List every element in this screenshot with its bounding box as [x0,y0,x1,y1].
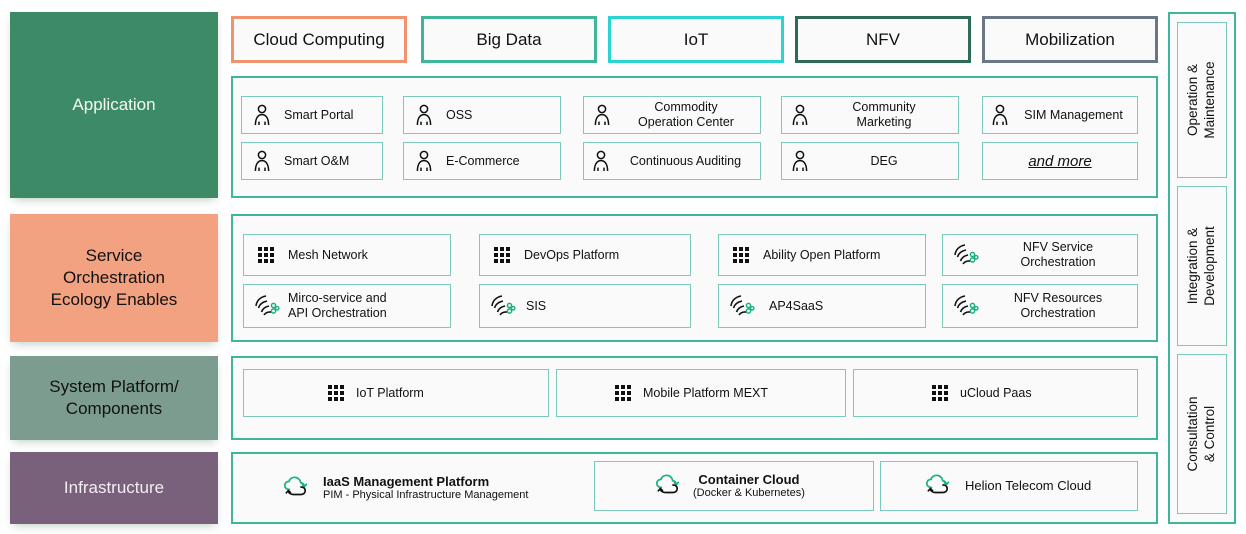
tab-cloud-computing[interactable]: Cloud Computing [231,16,407,63]
orchestration-icon [953,243,979,267]
app-card-label: Community Marketing [852,100,916,129]
app-card-oss[interactable]: OSS [403,96,561,134]
side-rail-label: Consultation & Control [1185,396,1217,472]
infra-card-iaas-management-platform[interactable]: IaaS Management Platform PIM - Physical … [262,462,592,514]
cloud-icon [923,473,953,499]
dots-grid-icon [258,247,274,263]
svc-card-label: NFV Resources Orchestration [1013,291,1103,320]
side-rail-label: Operation & Maintenance [1185,61,1217,139]
layer-label-infrastructure: Infrastructure [63,478,165,498]
tab-label: Cloud Computing [253,29,385,49]
sys-card-label: IoT Platform [356,385,424,400]
infra-card-label: IaaS Management Platform [323,473,490,489]
svc-card-label: DevOps Platform [524,247,620,262]
tab-iot[interactable]: IoT [608,16,784,63]
app-card-label: Commodity Operation Center [638,100,734,129]
app-card-label: Continuous Auditing [629,153,742,168]
svc-card-label: Mirco-service and API Orchestration [288,291,387,320]
dots-grid-icon [733,247,749,263]
svc-card-label: Mesh Network [288,247,368,262]
person-icon [990,104,1010,126]
app-card-continuous-auditing[interactable]: Continuous Auditing [583,142,761,180]
person-icon [252,150,272,172]
svc-card-label: Ability Open Platform [763,247,881,262]
infra-card-helion-telecom-cloud[interactable]: Helion Telecom Cloud [880,461,1138,511]
layer-label-service-orchestration: Service Orchestration Ecology Enables [50,246,178,309]
orchestration-icon [729,294,755,318]
svc-card-label: AP4SaaS [769,298,824,313]
layer-label-system-platform: System Platform/ Components [49,377,179,418]
side-rail-integration-development[interactable]: Integration & Development [1177,186,1227,346]
svc-card-label: SIS [526,298,547,313]
orchestration-icon [490,294,516,318]
dots-grid-icon [494,247,510,263]
person-icon [592,104,612,126]
app-card-label: DEG [870,153,898,168]
tab-label: Big Data [476,29,542,49]
app-card-label: Smart Portal [284,107,354,122]
svc-card-devops-platform[interactable]: DevOps Platform [479,234,691,276]
tab-label: IoT [683,29,709,49]
person-icon [414,104,434,126]
person-icon [790,104,810,126]
layer-block-service-orchestration: Service Orchestration Ecology Enables [10,214,218,342]
app-card-label: Smart O&M [284,153,350,168]
layer-block-application: Application [10,12,218,198]
side-rail-operation-maintenance[interactable]: Operation & Maintenance [1177,22,1227,178]
svc-card-micro-service-api-orchestration[interactable]: Mirco-service and API Orchestration [243,284,451,328]
orchestration-icon [254,294,280,318]
infra-card-label: Container Cloud [698,471,800,487]
app-card-and-more[interactable]: and more [982,142,1138,180]
tab-nfv[interactable]: NFV [795,16,971,63]
app-card-e-commerce[interactable]: E-Commerce [403,142,561,180]
dots-grid-icon [932,385,948,401]
infra-card-sublabel: (Docker & Kubernetes) [693,487,805,500]
app-card-commodity-operation-center[interactable]: Commodity Operation Center [583,96,761,134]
tab-label: NFV [866,29,900,49]
app-card-smart-om[interactable]: Smart O&M [241,142,383,180]
sys-card-label: Mobile Platform MEXT [643,385,769,400]
svc-card-label: NFV Service Orchestration [1020,240,1096,269]
svc-card-sis[interactable]: SIS [479,284,691,328]
layer-block-infrastructure: Infrastructure [10,452,218,524]
infra-card-text: Container Cloud (Docker & Kubernetes) [683,472,805,501]
person-icon [790,150,810,172]
orchestration-icon [953,294,979,318]
app-card-label: E-Commerce [446,153,520,168]
svc-card-ap4saas[interactable]: AP4SaaS [718,284,926,328]
infra-card-label: Helion Telecom Cloud [965,478,1092,494]
layer-block-system-platform: System Platform/ Components [10,356,218,440]
sys-card-label: uCloud Paas [960,385,1032,400]
side-rail-consultation-control[interactable]: Consultation & Control [1177,354,1227,514]
infra-card-text: IaaS Management Platform PIM - Physical … [311,474,528,503]
sys-card-mobile-platform-mext[interactable]: Mobile Platform MEXT [556,369,846,417]
infra-card-sublabel: PIM - Physical Infrastructure Management [323,489,529,502]
tab-label: Mobilization [1025,29,1115,49]
person-icon [414,150,434,172]
svc-card-ability-open-platform[interactable]: Ability Open Platform [718,234,926,276]
dots-grid-icon [328,385,344,401]
sys-card-iot-platform[interactable]: IoT Platform [243,369,549,417]
app-card-label: SIM Management [1024,107,1123,122]
app-card-smart-portal[interactable]: Smart Portal [241,96,383,134]
person-icon [252,104,272,126]
svc-card-nfv-resources-orchestration[interactable]: NFV Resources Orchestration [942,284,1138,328]
app-card-label: and more [1028,152,1092,170]
cloud-icon [281,475,311,501]
layer-label-application: Application [72,95,156,115]
tab-mobilization[interactable]: Mobilization [982,16,1158,63]
person-icon [591,150,611,172]
app-card-label: OSS [446,107,473,122]
cloud-icon [653,473,683,499]
dots-grid-icon [615,385,631,401]
svc-card-mesh-network[interactable]: Mesh Network [243,234,451,276]
app-card-sim-management[interactable]: SIM Management [982,96,1138,134]
sys-card-ucloud-paas[interactable]: uCloud Paas [853,369,1138,417]
svc-card-nfv-service-orchestration[interactable]: NFV Service Orchestration [942,234,1138,276]
infra-card-container-cloud[interactable]: Container Cloud (Docker & Kubernetes) [594,461,874,511]
tab-big-data[interactable]: Big Data [421,16,597,63]
app-card-deg[interactable]: DEG [781,142,959,180]
app-card-community-marketing[interactable]: Community Marketing [781,96,959,134]
side-rail-label: Integration & Development [1185,226,1217,306]
